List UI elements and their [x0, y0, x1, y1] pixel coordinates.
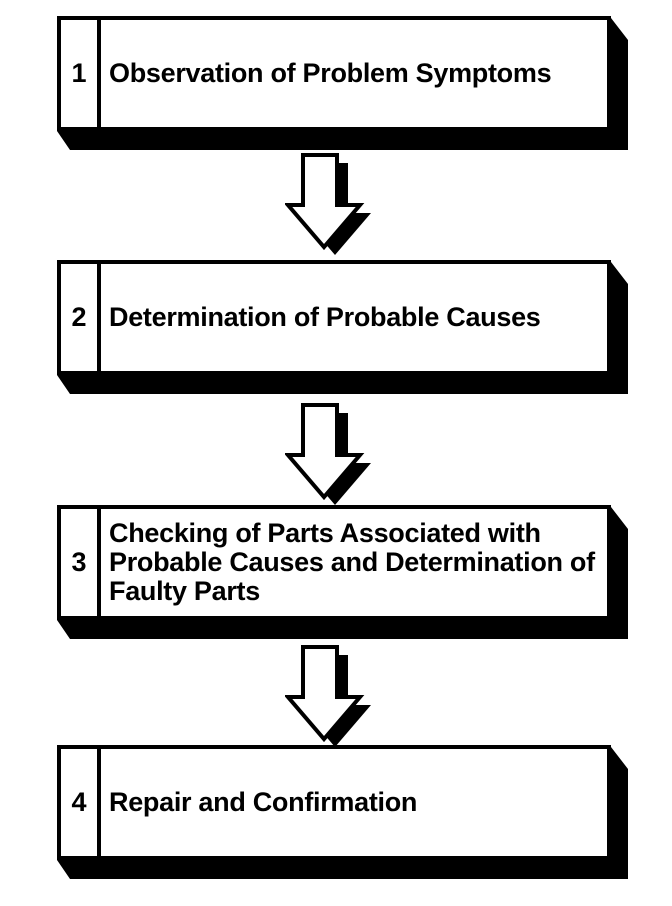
step-box: 2 Determination of Probable Causes	[57, 260, 611, 375]
step-box: 1 Observation of Problem Symptoms	[57, 16, 611, 131]
flow-step-1: 1 Observation of Problem Symptoms	[57, 16, 611, 131]
down-arrow-icon	[285, 153, 371, 255]
step-box: 3 Checking of Parts Associated with Prob…	[57, 505, 611, 620]
step-label: Determination of Probable Causes	[109, 302, 541, 332]
down-arrow-icon	[285, 403, 371, 505]
flow-step-4: 4 Repair and Confirmation	[57, 745, 611, 860]
step-label: Repair and Confirmation	[109, 787, 418, 817]
step-number: 2	[61, 264, 101, 371]
step-number: 1	[61, 20, 101, 127]
down-arrow-icon	[285, 645, 371, 747]
step-label: Observation of Problem Symptoms	[109, 58, 552, 88]
step-label: Checking of Parts Associated with Probab…	[109, 518, 595, 606]
step-number: 3	[61, 509, 101, 616]
step-box: 4 Repair and Confirmation	[57, 745, 611, 860]
step-number: 4	[61, 749, 101, 856]
flow-step-3: 3 Checking of Parts Associated with Prob…	[57, 505, 611, 620]
flow-step-2: 2 Determination of Probable Causes	[57, 260, 611, 375]
